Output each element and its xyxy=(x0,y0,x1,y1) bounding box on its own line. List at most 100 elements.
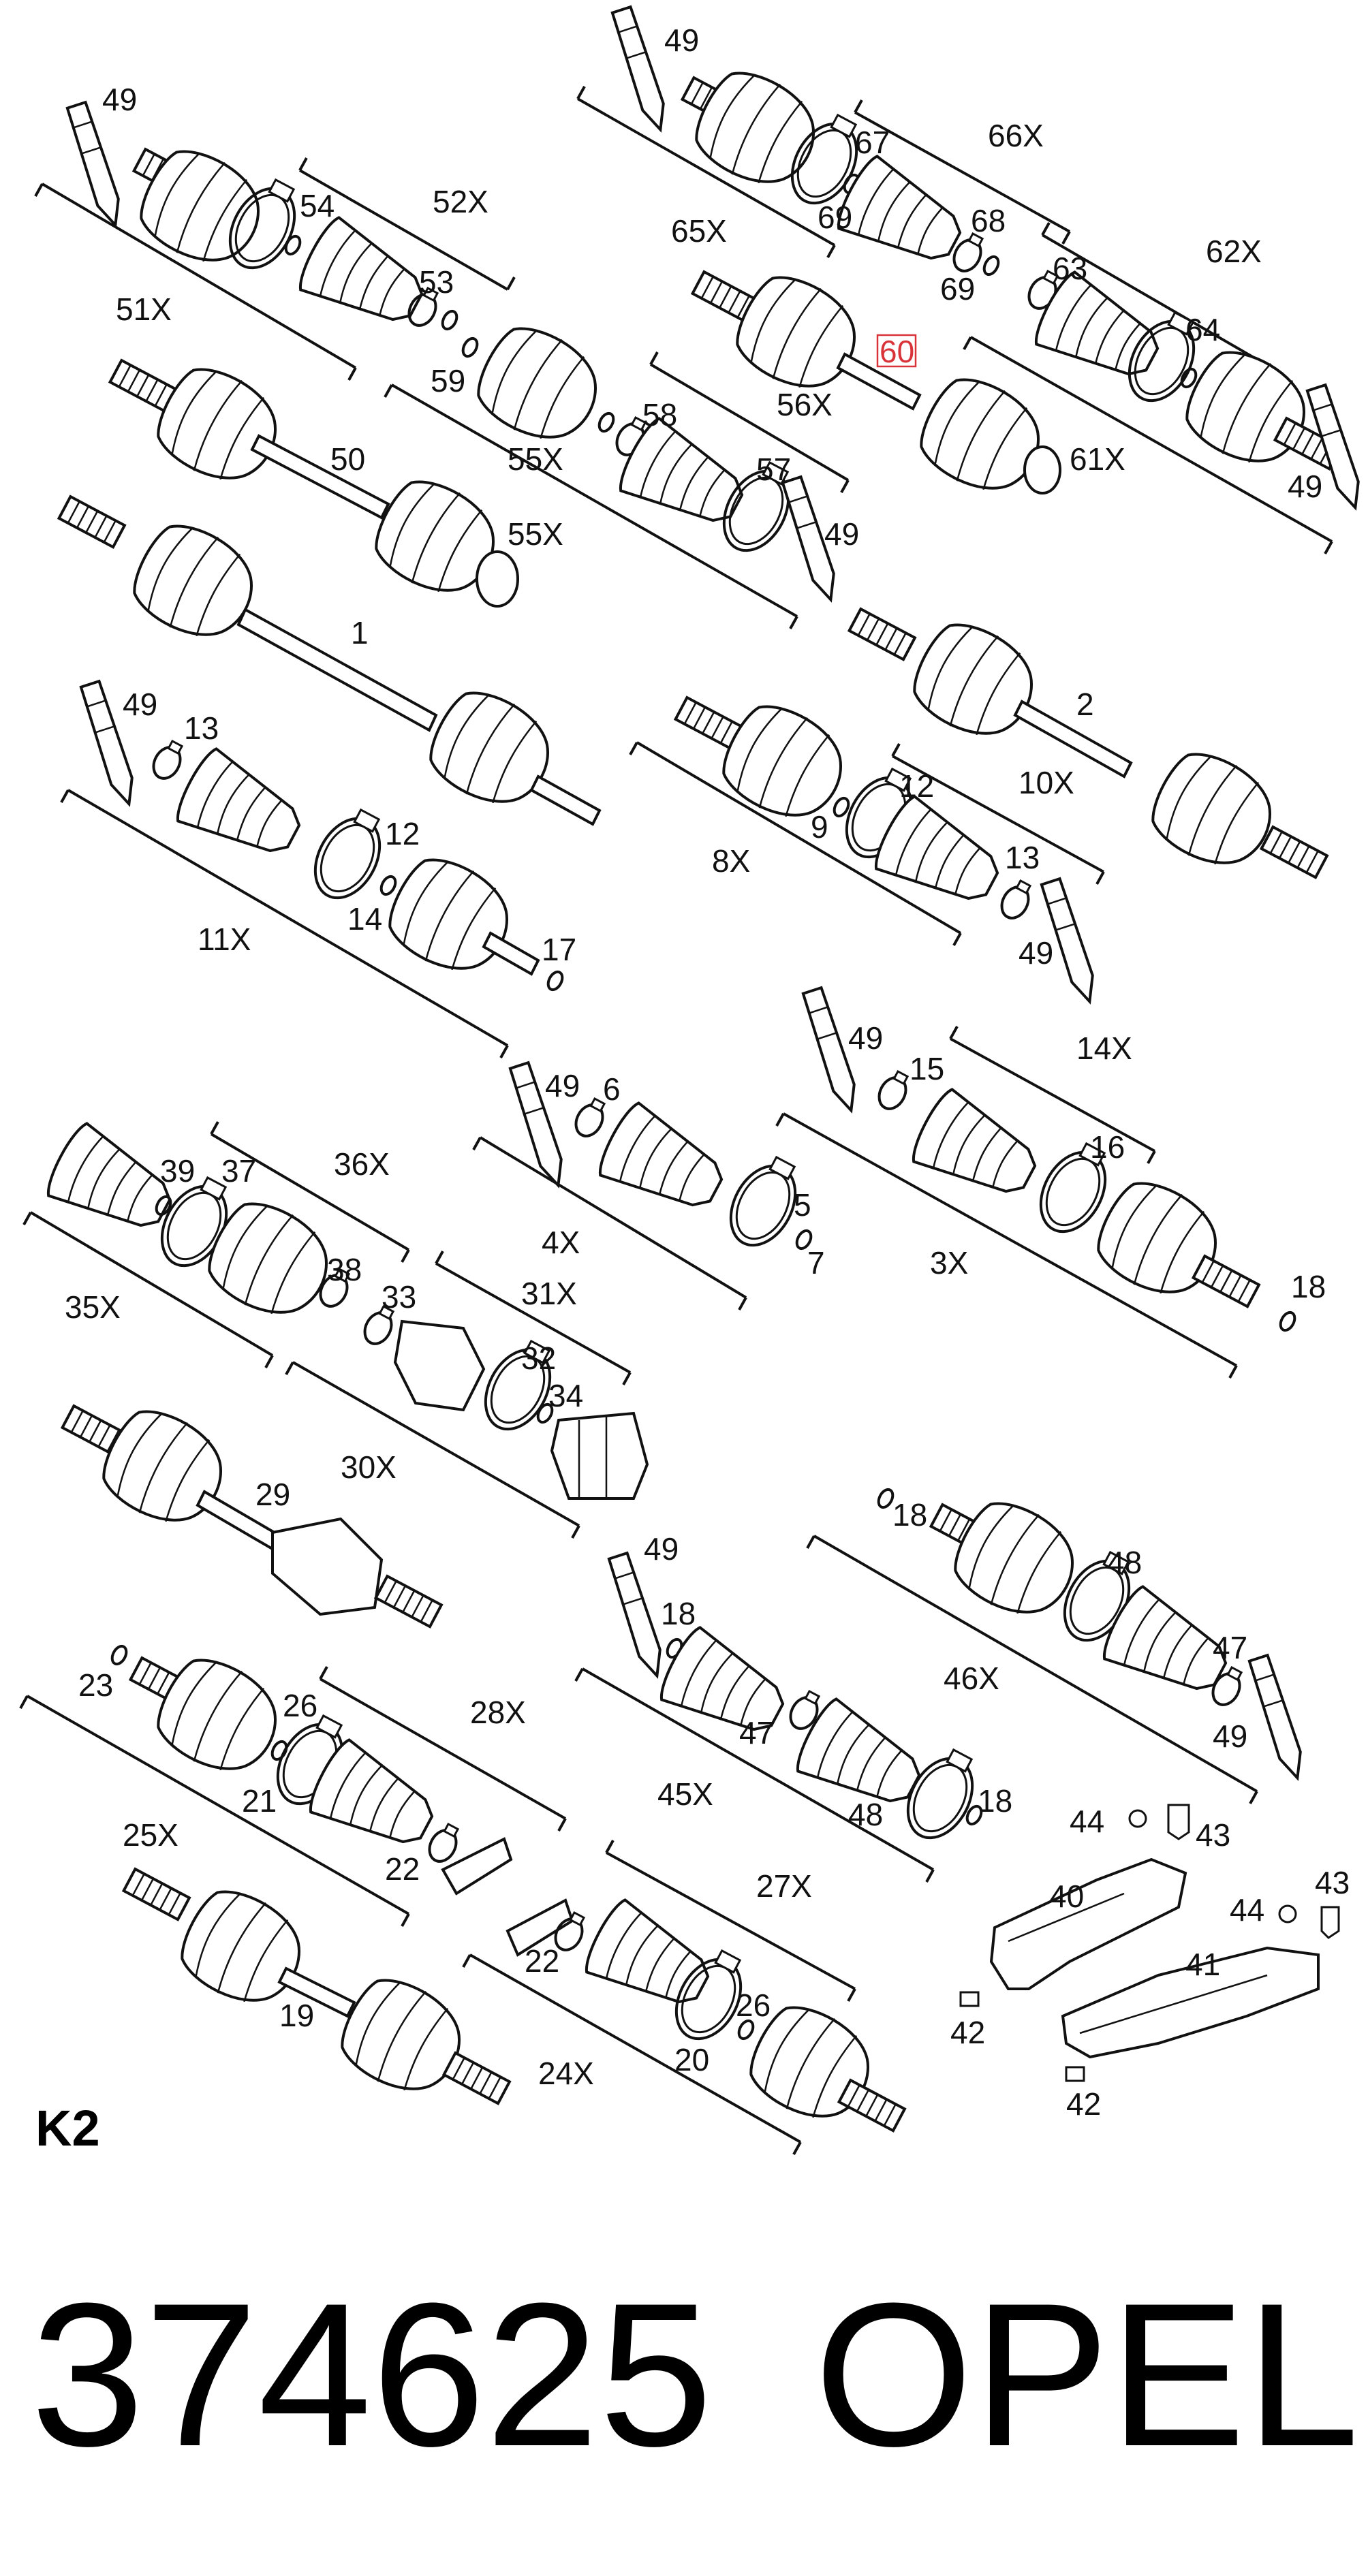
callout-label: 45X xyxy=(657,1776,713,1812)
callout-label: 5 xyxy=(794,1187,811,1223)
callout-label: 63 xyxy=(1053,251,1087,286)
callout-label: 34 xyxy=(548,1378,583,1413)
section-label: K2 xyxy=(35,2100,100,2156)
callout-label: 44 xyxy=(1230,1892,1264,1928)
callout-label: 2 xyxy=(1076,687,1094,722)
callout-label: 3X xyxy=(930,1245,968,1281)
group-3x xyxy=(775,986,1298,1379)
callout-label: 20 xyxy=(674,2042,709,2077)
callout-label: 36X xyxy=(334,1146,390,1182)
callout-label: 12 xyxy=(385,816,420,851)
shaft-19 xyxy=(124,1869,510,2109)
callout-label: 18 xyxy=(892,1497,927,1533)
callout-label: 55X xyxy=(508,516,563,552)
callout-label: 46X xyxy=(944,1661,999,1696)
callout-label: 49 xyxy=(848,1020,883,1056)
callout-label: 69 xyxy=(818,200,852,235)
callout-label: 49 xyxy=(123,687,157,722)
callout-label: 51X xyxy=(116,292,172,327)
callout-label: 41 xyxy=(1185,1947,1220,1982)
callout-label: 49 xyxy=(1213,1718,1247,1754)
part-number: 374625 xyxy=(31,2260,713,2489)
callout-label: 18 xyxy=(978,1783,1012,1819)
callout-label: 49 xyxy=(1288,469,1322,504)
group-11x xyxy=(60,679,565,1058)
callout-label: 49 xyxy=(824,516,859,552)
callout-label: 49 xyxy=(1019,935,1053,971)
callout-label: 53 xyxy=(419,264,454,300)
callout-label: 30X xyxy=(341,1449,397,1485)
callout-label: 49 xyxy=(102,82,137,117)
callout-label: 14X xyxy=(1076,1031,1132,1066)
callout-label: 66X xyxy=(988,118,1044,153)
callout-label: 22 xyxy=(385,1851,420,1887)
callout-label: 8X xyxy=(712,843,750,879)
callout-label: 47 xyxy=(739,1715,774,1750)
group-35x xyxy=(22,1120,410,1368)
group-25x xyxy=(19,1644,567,1927)
callout-label: 39 xyxy=(160,1153,195,1189)
highlight-box xyxy=(876,334,917,368)
callout-label: 42 xyxy=(950,2015,985,2050)
shaft-50 xyxy=(110,355,519,610)
callout-label: 44 xyxy=(1070,1804,1104,1839)
callout-label: 15 xyxy=(910,1051,944,1086)
callout-label: 13 xyxy=(1005,840,1040,875)
group-46x xyxy=(806,1487,1309,1804)
callout-label: 27X xyxy=(756,1868,812,1904)
callout-label: 61X xyxy=(1070,441,1125,477)
callout-label: 21 xyxy=(242,1783,277,1819)
callout-label: 55X xyxy=(508,441,563,477)
callout-label: 10X xyxy=(1019,765,1074,800)
callout-label: 1 xyxy=(351,615,369,650)
callout-label: 49 xyxy=(545,1068,580,1103)
callout-label: 12 xyxy=(899,768,934,804)
shaft-60 xyxy=(693,263,1061,508)
callout-label: 62X xyxy=(1206,234,1262,269)
callout-label: 49 xyxy=(664,22,699,58)
callout-label: 47 xyxy=(1213,1630,1247,1665)
callout-label: 50 xyxy=(330,441,365,477)
callout-label: 26 xyxy=(283,1688,317,1723)
callout-label: 16 xyxy=(1090,1129,1125,1165)
group-24x xyxy=(462,1840,905,2155)
callout-label: 4X xyxy=(542,1225,580,1260)
shaft-1 xyxy=(59,497,602,826)
callout-label: 54 xyxy=(300,188,335,223)
callout-label: 69 xyxy=(940,271,975,307)
group-62x-61x xyxy=(963,222,1367,554)
callout-label: 28X xyxy=(470,1695,526,1730)
callout-label: 18 xyxy=(1291,1269,1326,1304)
callout-label: 42 xyxy=(1066,2086,1101,2122)
callout-label: 37 xyxy=(221,1153,256,1189)
heat-shields xyxy=(959,1804,1340,2082)
callout-label: 43 xyxy=(1196,1817,1230,1853)
highlighted-callout-label: 60 xyxy=(880,334,914,369)
brand-name: OPEL xyxy=(814,2260,1359,2489)
callout-label: 48 xyxy=(1107,1545,1142,1580)
group-51x xyxy=(34,100,516,381)
callout-label: 22 xyxy=(525,1943,559,1979)
group-30x xyxy=(285,1251,649,1539)
callout-label: 17 xyxy=(542,932,576,967)
shaft-2 xyxy=(850,609,1327,883)
callout-label: 32 xyxy=(521,1340,556,1376)
callout-label: 40 xyxy=(1049,1879,1084,1914)
group-65x xyxy=(576,5,1071,279)
callout-label: 25X xyxy=(123,1817,178,1853)
callout-label: 14 xyxy=(347,901,382,937)
group-45x xyxy=(574,1551,989,1883)
callout-label: 48 xyxy=(848,1797,883,1832)
callout-label: 56X xyxy=(777,387,833,422)
callout-label: 68 xyxy=(971,203,1006,238)
callout-labels: 49 52X 54 53 51X 50 59 55X 56X 58 57 1 4… xyxy=(65,22,1350,2122)
callout-label: 31X xyxy=(521,1276,577,1311)
callout-label: 11X xyxy=(198,922,251,957)
callout-label: 43 xyxy=(1315,1865,1350,1900)
callout-label: 18 xyxy=(661,1596,696,1631)
callout-label: 58 xyxy=(642,397,677,433)
group-8x xyxy=(629,692,1105,1007)
callout-label: 23 xyxy=(78,1667,113,1703)
callout-label: 7 xyxy=(807,1245,825,1281)
